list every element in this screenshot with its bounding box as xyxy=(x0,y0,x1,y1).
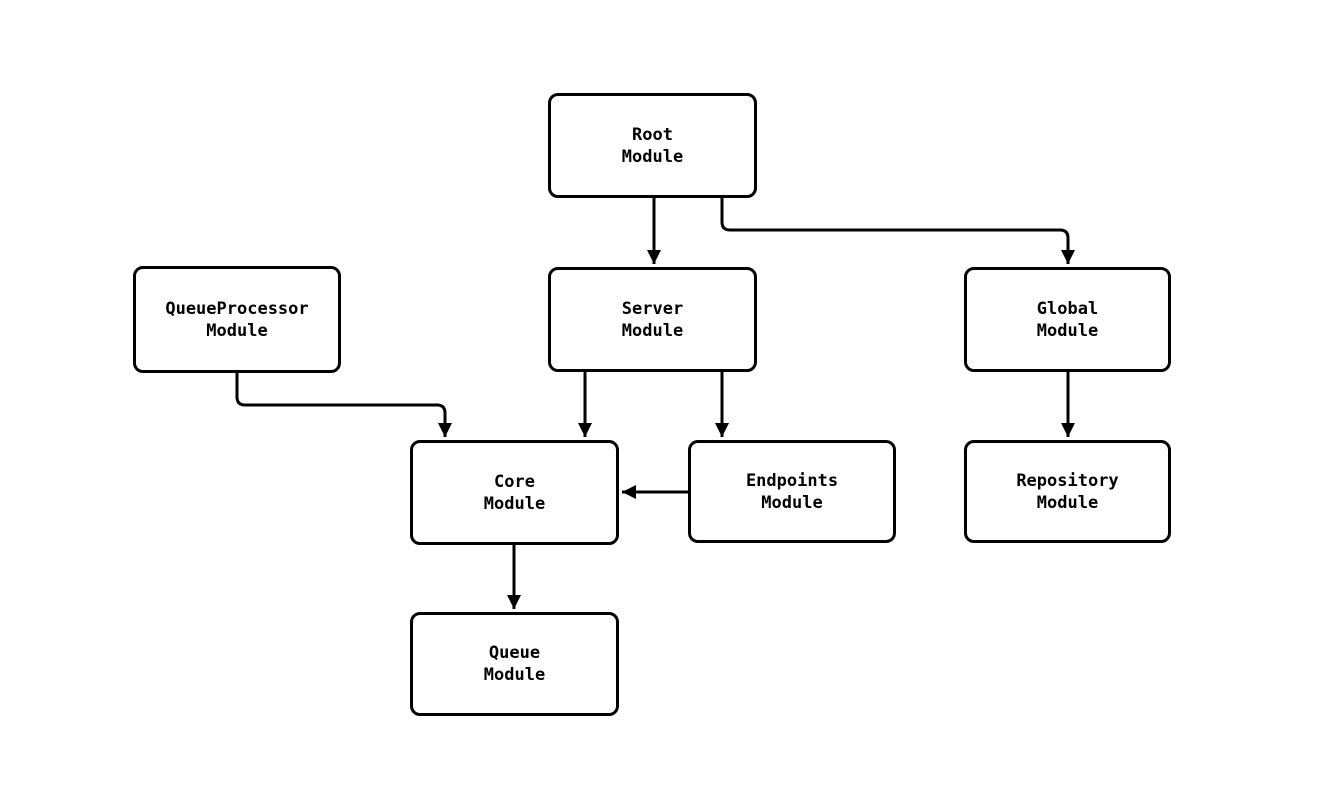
node-label-line: Server xyxy=(621,298,684,319)
node-root-module: Root Module xyxy=(548,93,757,198)
edge-root-to-global-arrow xyxy=(720,198,1075,264)
node-endpoints-module: Endpoints Module xyxy=(688,440,896,543)
node-label-line: Core xyxy=(494,471,535,492)
node-label-line: Repository xyxy=(1016,470,1119,491)
node-label-line: Module xyxy=(483,493,546,514)
node-label-line: Root xyxy=(632,124,673,145)
node-label-line: Module xyxy=(483,665,546,685)
node-label-line: Module xyxy=(621,146,684,167)
edge-queueprocessor-to-core-arrow xyxy=(235,373,452,437)
node-repository-module: Repository Module xyxy=(964,440,1171,543)
node-label-line: Module xyxy=(761,492,823,513)
node-label-line: Queue xyxy=(488,643,541,663)
node-label-line: QueueProcessor xyxy=(165,298,309,319)
node-label-line: Endpoints xyxy=(745,470,839,491)
node-label-line: Module xyxy=(621,320,684,341)
node-queueprocessor-module: QueueProcessor Module xyxy=(133,266,341,373)
node-label-line: Module xyxy=(1036,320,1099,341)
node-global-module: Global Module xyxy=(964,267,1171,372)
node-core-module: Core Module xyxy=(410,440,619,545)
node-queue-module: Queue Module xyxy=(410,612,619,716)
node-server-module: Server Module xyxy=(548,267,757,372)
node-label-line: Module xyxy=(206,320,268,341)
node-label-line: Global xyxy=(1036,298,1099,319)
node-label-line: Module xyxy=(1036,492,1099,513)
